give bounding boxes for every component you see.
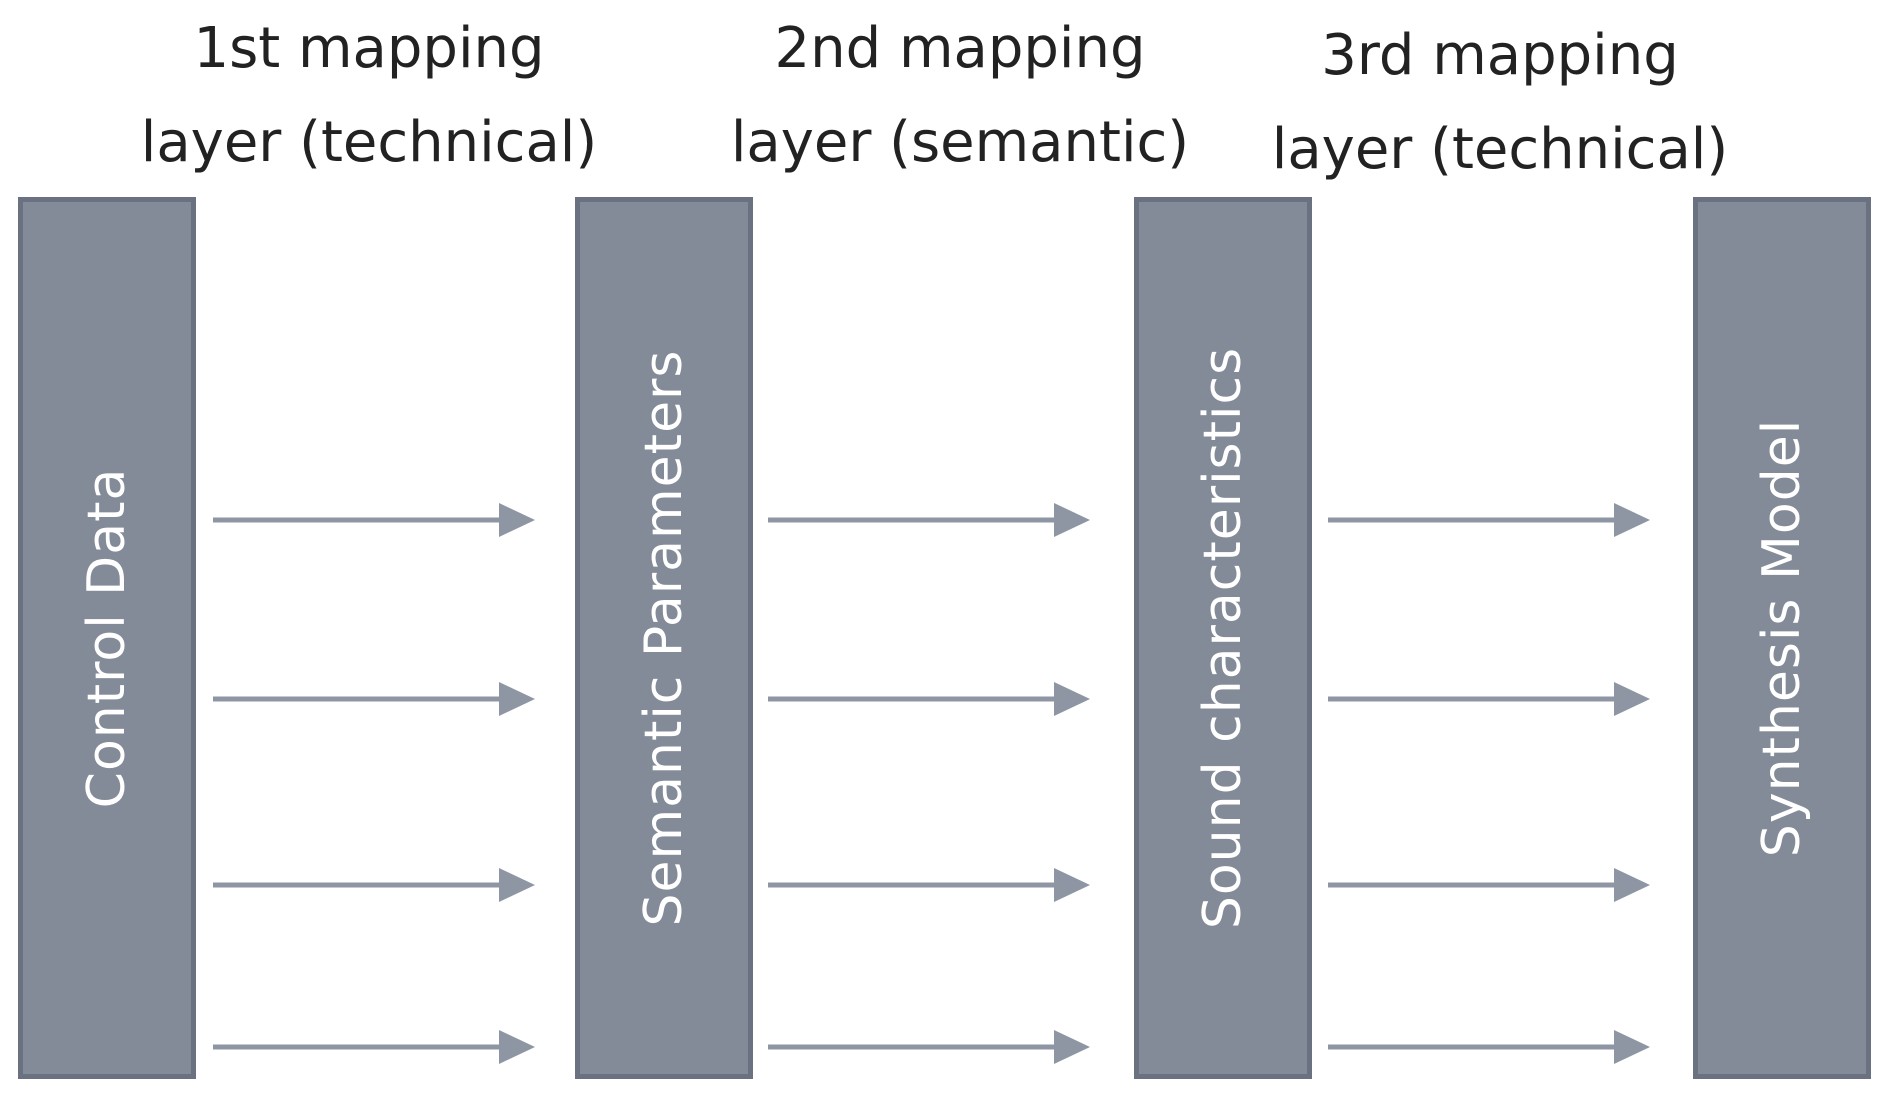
layer-label-1-line2: layer (technical) xyxy=(140,110,598,175)
layer-label-1-line1: 1st mapping xyxy=(193,16,545,81)
stage-box-sound-characteristics: Sound characteristics xyxy=(1134,197,1312,1079)
arrow-2-2 xyxy=(768,682,1090,716)
layer-label-2: 2nd mapping layer (semantic) xyxy=(700,2,1220,190)
arrow-1-4 xyxy=(213,1030,535,1064)
arrow-3-4 xyxy=(1328,1030,1650,1064)
layer-label-3: 3rd mapping layer (technical) xyxy=(1240,9,1760,197)
layer-label-3-line1: 3rd mapping xyxy=(1321,23,1679,88)
stage-box-control-data: Control Data xyxy=(18,197,196,1079)
layer-label-3-line2: layer (technical) xyxy=(1271,117,1729,182)
layer-label-2-line2: layer (semantic) xyxy=(730,110,1190,175)
stage-box-semantic-parameters: Semantic Parameters xyxy=(575,197,753,1079)
layer-label-1: 1st mapping layer (technical) xyxy=(109,2,629,190)
layer-label-2-line1: 2nd mapping xyxy=(774,16,1146,81)
arrow-3-2 xyxy=(1328,682,1650,716)
stage-box-synthesis-model: Synthesis Model xyxy=(1693,197,1871,1079)
arrow-1-2 xyxy=(213,682,535,716)
arrow-1-1 xyxy=(213,503,535,537)
arrow-2-1 xyxy=(768,503,1090,537)
arrow-3-1 xyxy=(1328,503,1650,537)
arrow-1-3 xyxy=(213,868,535,902)
arrow-3-3 xyxy=(1328,868,1650,902)
arrow-2-3 xyxy=(768,868,1090,902)
arrow-2-4 xyxy=(768,1030,1090,1064)
